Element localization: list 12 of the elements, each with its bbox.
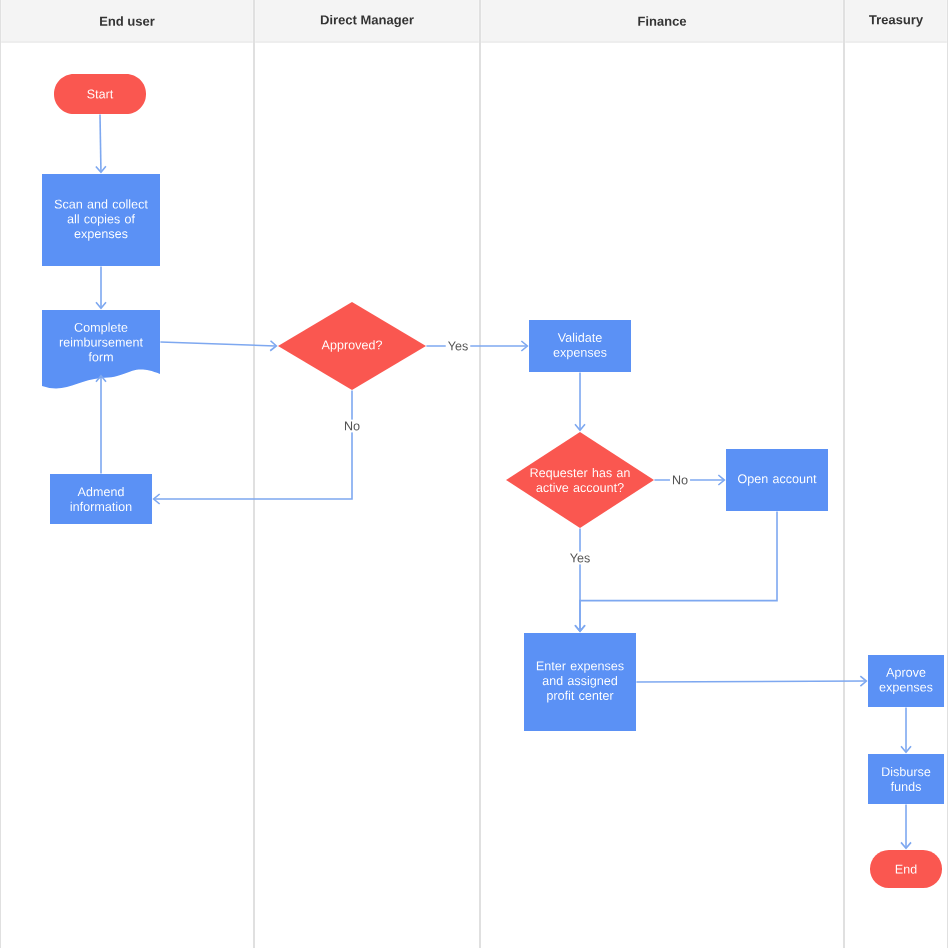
arrow	[900, 803, 912, 850]
arrow	[574, 510, 778, 633]
arrow	[635, 675, 868, 687]
arrow	[653, 474, 726, 486]
arrow	[95, 374, 107, 475]
arrow	[95, 113, 107, 174]
arrow	[95, 265, 107, 310]
arrow	[900, 706, 912, 754]
arrow	[152, 389, 353, 505]
arrow	[574, 371, 586, 432]
arrow	[425, 340, 529, 352]
arrow	[159, 339, 278, 352]
